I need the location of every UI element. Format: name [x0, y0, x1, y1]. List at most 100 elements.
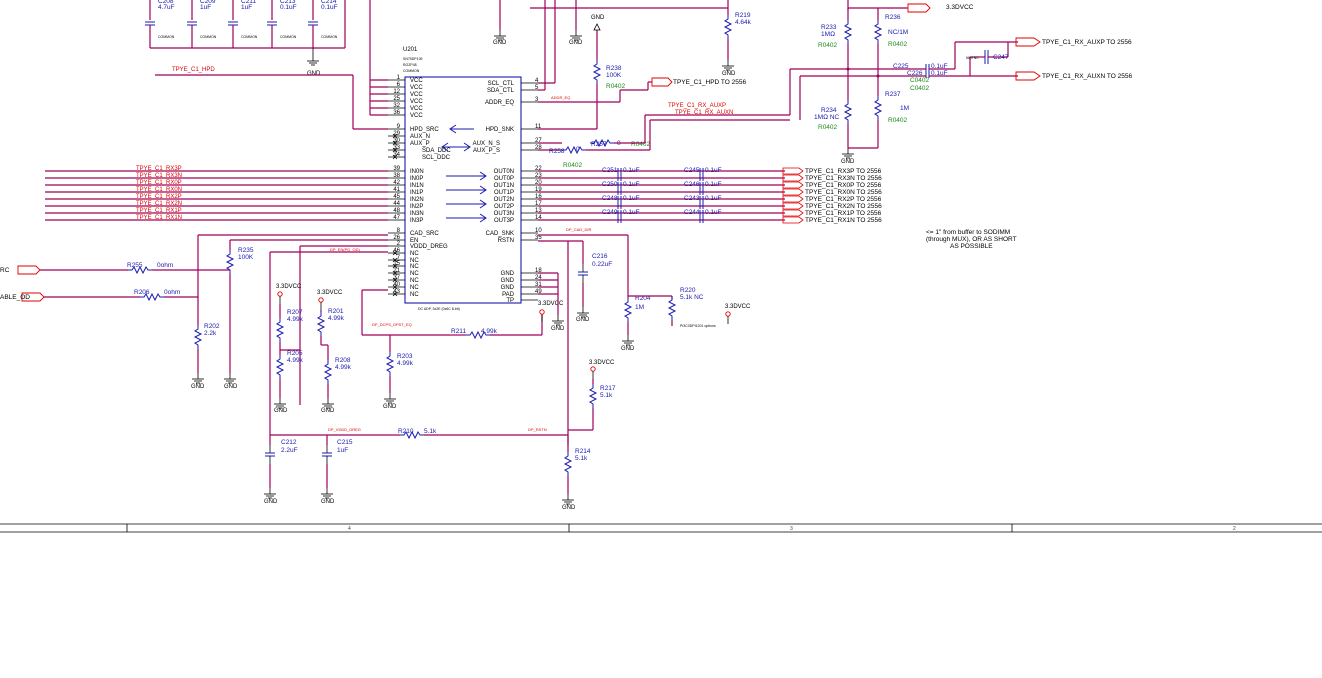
r258-val: 0: [576, 146, 580, 153]
pin-num: 12: [393, 89, 400, 95]
pin-name: HPD_SRC: [410, 127, 439, 133]
net-label: TPYE_C1_RX1N: [136, 215, 182, 221]
pin-num: 23: [535, 173, 542, 179]
zone-4: 4: [348, 526, 351, 532]
c215-val: 1uF: [337, 447, 348, 454]
pin-name: SCL_CTL: [488, 81, 515, 87]
input-net-tpye_c1_rx1p: TPYE_C1_RX1P: [45, 208, 388, 214]
r238-fp: R0402: [606, 83, 626, 90]
gnd-label: GND: [274, 408, 288, 414]
cap-ref: C208: [158, 0, 174, 5]
ic-variant: COMMON: [403, 69, 420, 73]
pin-tp[interactable]: TP: [506, 298, 538, 304]
zone-3: 3: [790, 526, 793, 532]
gnd-label: GND: [224, 384, 238, 390]
pin-name: CAD_SRC: [410, 231, 439, 237]
pin-num: 14: [535, 215, 542, 221]
net-label: TPYE_C1_RX0N: [136, 187, 182, 193]
pin-name: OUT2N: [494, 197, 514, 203]
routing-note-3: AS POSSIBLE: [950, 243, 993, 250]
input-net-tpye_c1_rx2p: TPYE_C1_RX2P: [45, 194, 388, 200]
pin-name: HPD_SNK: [486, 127, 514, 133]
r207-ref: R207: [287, 309, 303, 316]
input-net-tpye_c1_rx3n: TPYE_C1_RX3N: [45, 173, 388, 179]
gnd-label: GND: [722, 71, 736, 77]
c225-val: 0.1uF: [931, 63, 948, 70]
ic-footer: DC ADP, 3x2E (0x6C 8-bit): [418, 307, 460, 311]
pin-num: 10: [535, 228, 542, 234]
pin-name: VCC: [410, 113, 423, 119]
net-label: TPYE_C1_RX2P: [136, 194, 182, 200]
pin-name: AUX_N: [410, 134, 430, 140]
r233-fp: R0402: [818, 42, 838, 49]
cap-val: 0.1uF: [705, 195, 722, 202]
r202-ref: R202: [204, 323, 220, 330]
pin-num: 7: [397, 255, 401, 261]
cap-val: 4.7uF: [158, 4, 175, 11]
